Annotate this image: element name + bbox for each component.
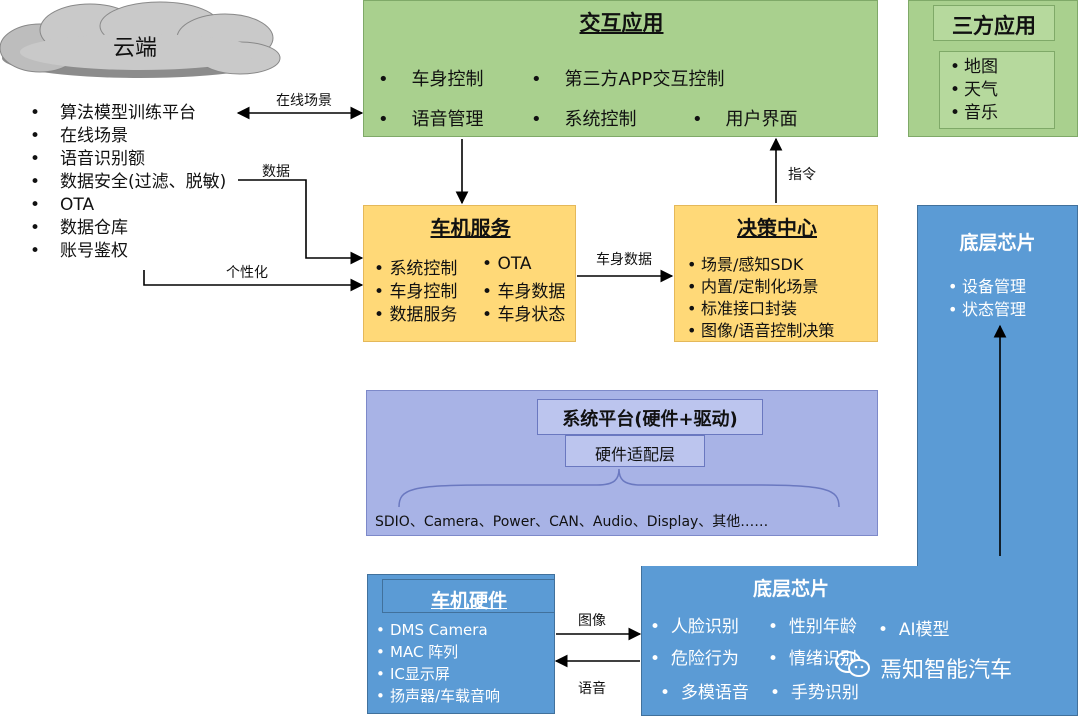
list-item: 设备管理: [948, 275, 1026, 298]
decision-center-list: 场景/感知SDK 内置/定制化场景 标准接口封装 图像/语音控制决策: [687, 254, 834, 342]
cloud-shape: [0, 1, 281, 78]
list-item: • 多模语音: [660, 683, 749, 703]
edge-label-personalization: 个性化: [226, 265, 268, 281]
list-item: 状态管理: [948, 298, 1026, 321]
car-hardware-title-frame: 车机硬件: [382, 579, 554, 613]
list-item: 音乐: [950, 102, 998, 125]
list-item: • 用户界面: [692, 109, 798, 130]
list-item: 标准接口封装: [687, 298, 834, 320]
decision-center-box: 决策中心 场景/感知SDK 内置/定制化场景 标准接口封装 图像/语音控制决策: [674, 205, 878, 342]
list-item: 数据安全(过滤、脱敏): [30, 171, 226, 194]
system-platform-box: 系统平台(硬件+驱动) 硬件适配层 SDIO、Camera、Power、CAN、…: [366, 390, 878, 536]
cloud-service-list: 算法模型训练平台 在线场景 语音识别额 数据安全(过滤、脱敏) OTA 数据仓库…: [30, 102, 226, 263]
list-item: • 系统控制: [531, 109, 637, 130]
list-item: MAC 阵列: [376, 641, 500, 663]
list-item: • 手势识别: [770, 683, 859, 703]
system-platform-title-frame: 系统平台(硬件+驱动): [537, 399, 763, 435]
interaction-app-box: 交互应用 • 车身控制 • 第三方APP交互控制 • 语音管理 • 系统控制 •…: [363, 0, 878, 137]
list-item: • 车身状态: [482, 305, 566, 325]
cloud-label: 云端: [112, 36, 157, 61]
third-party-list-frame: 地图 天气 音乐: [939, 51, 1055, 129]
third-party-app-box: 三方应用 地图 天气 音乐: [908, 0, 1078, 137]
bottom-chip-upper-title: 底层芯片: [959, 232, 1036, 254]
edge-label-image: 图像: [578, 613, 606, 629]
list-item: IC显示屏: [376, 663, 500, 685]
car-hardware-list: DMS Camera MAC 阵列 IC显示屏 扬声器/车载音响: [376, 619, 500, 707]
list-item: • 语音管理: [378, 109, 484, 130]
edge-label-command: 指令: [788, 167, 816, 183]
system-platform-title: 系统平台(硬件+驱动): [562, 409, 738, 430]
list-item: 语音识别额: [30, 148, 226, 171]
hardware-adapter-layer-box: 硬件适配层: [565, 435, 705, 467]
list-item: 天气: [950, 79, 998, 102]
list-item: 场景/感知SDK: [687, 254, 834, 276]
edge-label-data: 数据: [262, 164, 290, 180]
edge-label-body-data: 车身数据: [596, 252, 652, 268]
edge-label-voice: 语音: [578, 681, 606, 697]
wechat-icon: [835, 651, 870, 677]
edge-data: [238, 179, 364, 265]
arrow-up-icon: [993, 324, 1007, 556]
third-party-app-title: 三方应用: [952, 14, 1036, 38]
list-item: • AI模型: [878, 620, 950, 640]
list-item: OTA: [30, 194, 226, 217]
list-item: 图像/语音控制决策: [687, 320, 834, 342]
car-hardware-box: 车机硬件 DMS Camera MAC 阵列 IC显示屏 扬声器/车载音响: [367, 574, 555, 714]
list-item: • 车身控制: [378, 69, 484, 90]
third-party-title-frame: 三方应用: [933, 5, 1055, 41]
hardware-adapter-layer-label: 硬件适配层: [594, 445, 675, 464]
bottom-chip-lower-title: 底层芯片: [752, 578, 829, 600]
list-item: 扬声器/车载音响: [376, 685, 500, 707]
list-item: 算法模型训练平台: [30, 102, 226, 125]
list-item: 在线场景: [30, 125, 226, 148]
list-item: • 人脸识别: [650, 617, 739, 637]
platform-driver-items: SDIO、Camera、Power、CAN、Audio、Display、其他……: [375, 514, 769, 530]
list-item: • OTA: [482, 254, 532, 274]
edge-personalization: [143, 270, 364, 292]
list-item: • 系统控制: [374, 259, 458, 279]
decision-center-title: 决策中心: [737, 216, 817, 240]
car-service-box: 车机服务 • 系统控制 • OTA • 车身控制 • 车身数据 • 数据服务 •…: [363, 205, 576, 342]
list-item: • 性别年龄: [768, 617, 857, 637]
list-item: 地图: [950, 56, 998, 79]
bottom-chip-upper-list: 设备管理 状态管理: [948, 275, 1026, 321]
list-item: 账号鉴权: [30, 240, 226, 263]
list-item: • 第三方APP交互控制: [531, 69, 725, 90]
list-item: 内置/定制化场景: [687, 276, 834, 298]
third-party-app-list: 地图 天气 音乐: [950, 56, 998, 125]
curly-brace: [398, 468, 840, 508]
list-item: DMS Camera: [376, 619, 500, 641]
interaction-app-title: 交互应用: [579, 11, 664, 35]
list-item: 数据仓库: [30, 217, 226, 240]
car-service-title: 车机服务: [430, 216, 511, 240]
list-item: • 数据服务: [374, 305, 458, 325]
list-item: • 危险行为: [650, 649, 739, 669]
list-item: • 车身控制: [374, 282, 458, 302]
list-item: • 车身数据: [482, 282, 566, 302]
edge-label-online-scene: 在线场景: [276, 93, 332, 109]
car-hardware-title: 车机硬件: [430, 590, 507, 612]
